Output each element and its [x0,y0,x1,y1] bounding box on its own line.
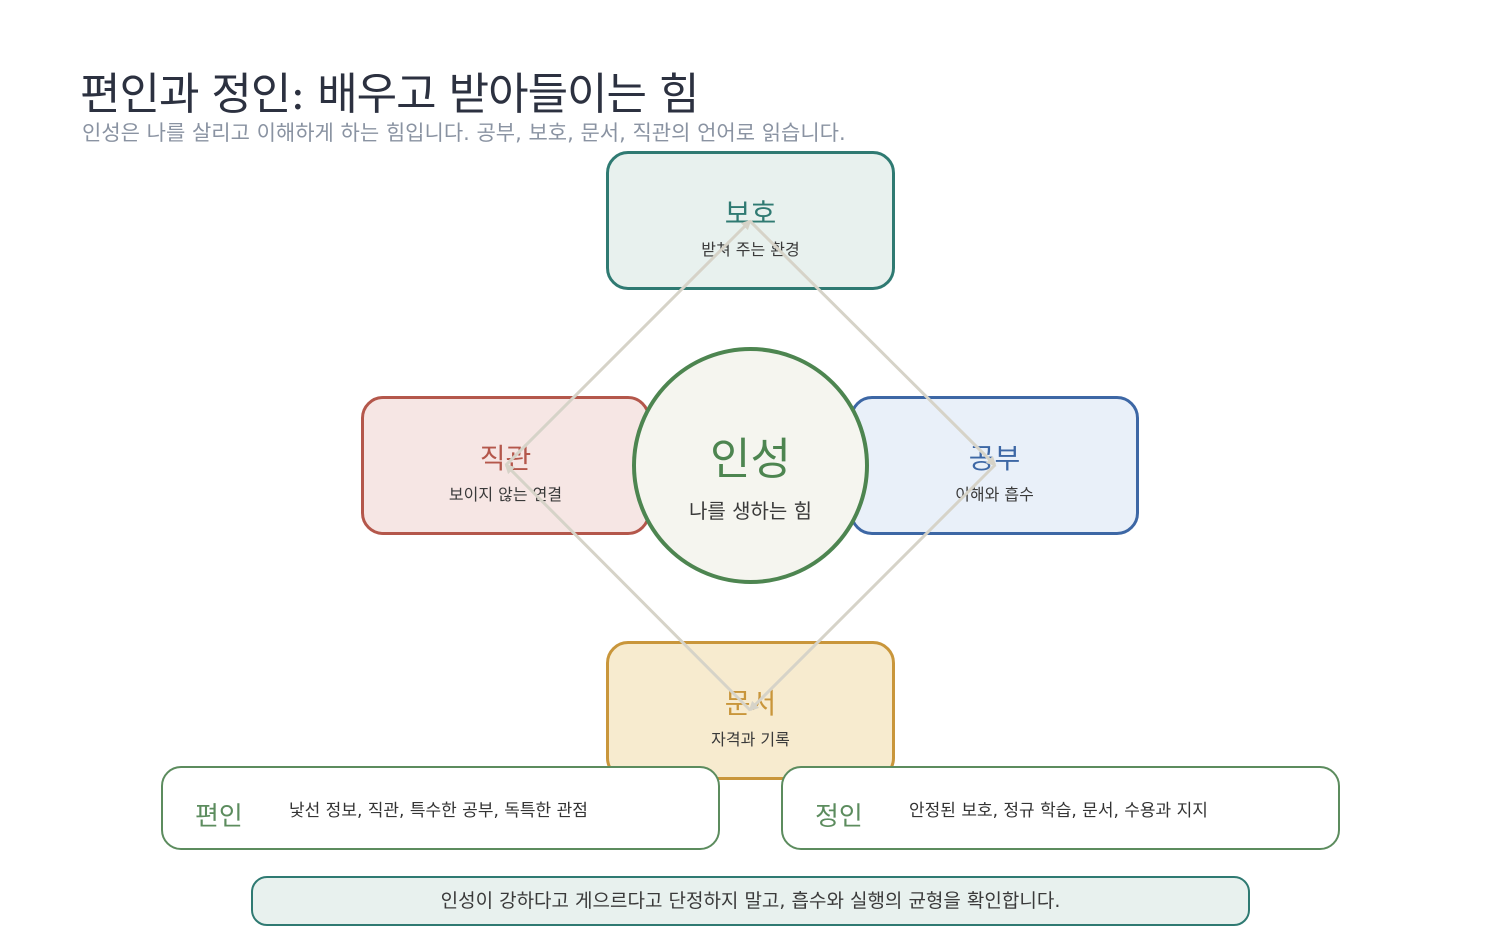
arrow-study-to-documents [748,463,997,712]
arrow-protection-to-study [748,219,997,467]
center-desc: 나를 생하는 힘 [688,499,813,523]
card-jeongin-text: 안정된 보호, 정규 학습, 문서, 수용과 지지 [909,801,1208,821]
page-title: 편인과 정인: 배우고 받아들이는 힘 [80,69,699,120]
card-jeongin: 정인 안정된 보호, 정규 학습, 문서, 수용과 지지 [781,766,1340,850]
page-subtitle: 인성은 나를 살리고 이해하게 하는 힘입니다. 공부, 보호, 문서, 직관의… [82,121,846,145]
footer-note: 인성이 강하다고 게으르다고 단정하지 말고, 흡수와 실행의 균형을 확인합니… [251,876,1250,926]
node-intuition-desc: 보이지 않는 연결 [448,485,563,504]
card-pyeonin-text: 낯선 정보, 직관, 특수한 공부, 독특한 관점 [289,801,588,821]
card-pyeonin: 편인 낯선 정보, 직관, 특수한 공부, 독특한 관점 [161,766,720,850]
center-name: 인성 [710,434,791,485]
center-circle: 인성 나를 생하는 힘 [632,347,869,584]
node-study-desc: 이해와 흡수 [955,485,1034,504]
card-jeongin-label: 정인 [815,802,863,832]
arrow-documents-to-intuition [504,463,752,712]
card-pyeonin-label: 편인 [195,802,243,832]
node-documents-desc: 자격과 기록 [711,730,790,749]
arrow-intuition-to-protection [504,219,752,467]
